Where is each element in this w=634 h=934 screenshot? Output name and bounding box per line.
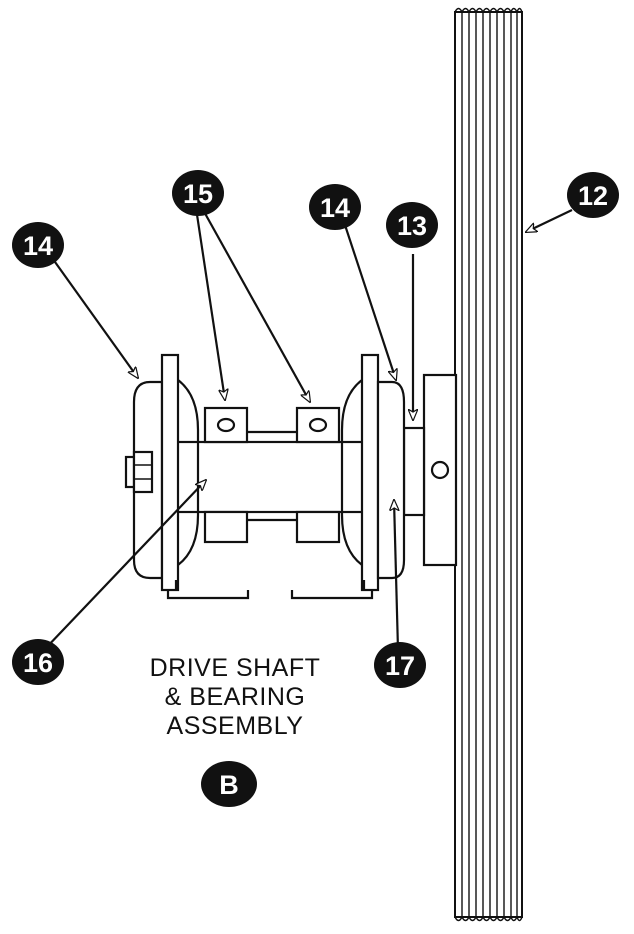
view-label-badge: B [201, 761, 257, 807]
callout-14-left-label: 14 [23, 231, 53, 261]
callout-16: 16 [12, 639, 64, 685]
caption-line-3: ASSEMBLY [166, 712, 304, 740]
caption-line-2: & BEARING [164, 683, 306, 711]
pulley-hub [422, 373, 458, 567]
callout-13: 13 [386, 202, 438, 248]
bearing-blocks [203, 406, 341, 544]
leader-15-b [201, 207, 310, 402]
callout-13-label: 13 [397, 211, 427, 241]
mounting-brackets [166, 580, 374, 600]
view-label-text: B [219, 770, 239, 800]
callout-17-label: 17 [385, 651, 415, 681]
callout-14-right: 14 [309, 184, 361, 230]
leader-16 [43, 480, 206, 651]
caption-line-1: DRIVE SHAFT [149, 654, 321, 682]
pulley-sheave [454, 7, 523, 922]
leader-14-right [342, 221, 396, 380]
right-bearing [340, 353, 406, 592]
callout-12: 12 [567, 172, 619, 218]
callout-17: 17 [374, 642, 426, 688]
callout-15-label: 15 [183, 179, 213, 209]
shaft-bolt [124, 450, 154, 494]
callout-16-label: 16 [23, 648, 53, 678]
callout-12-label: 12 [578, 181, 608, 211]
leader-14-left [49, 254, 138, 378]
leader-17 [394, 500, 398, 651]
diagram-caption: DRIVE SHAFT & BEARING ASSEMBLY [105, 654, 365, 741]
shaft-collar [402, 426, 426, 517]
leader-12 [526, 209, 573, 232]
callout-15: 15 [172, 170, 224, 216]
callout-14-left: 14 [12, 222, 64, 268]
callout-14-right-label: 14 [320, 193, 350, 223]
leader-lines [43, 207, 573, 651]
drive-shaft [150, 440, 397, 514]
leader-15-a [194, 207, 225, 400]
